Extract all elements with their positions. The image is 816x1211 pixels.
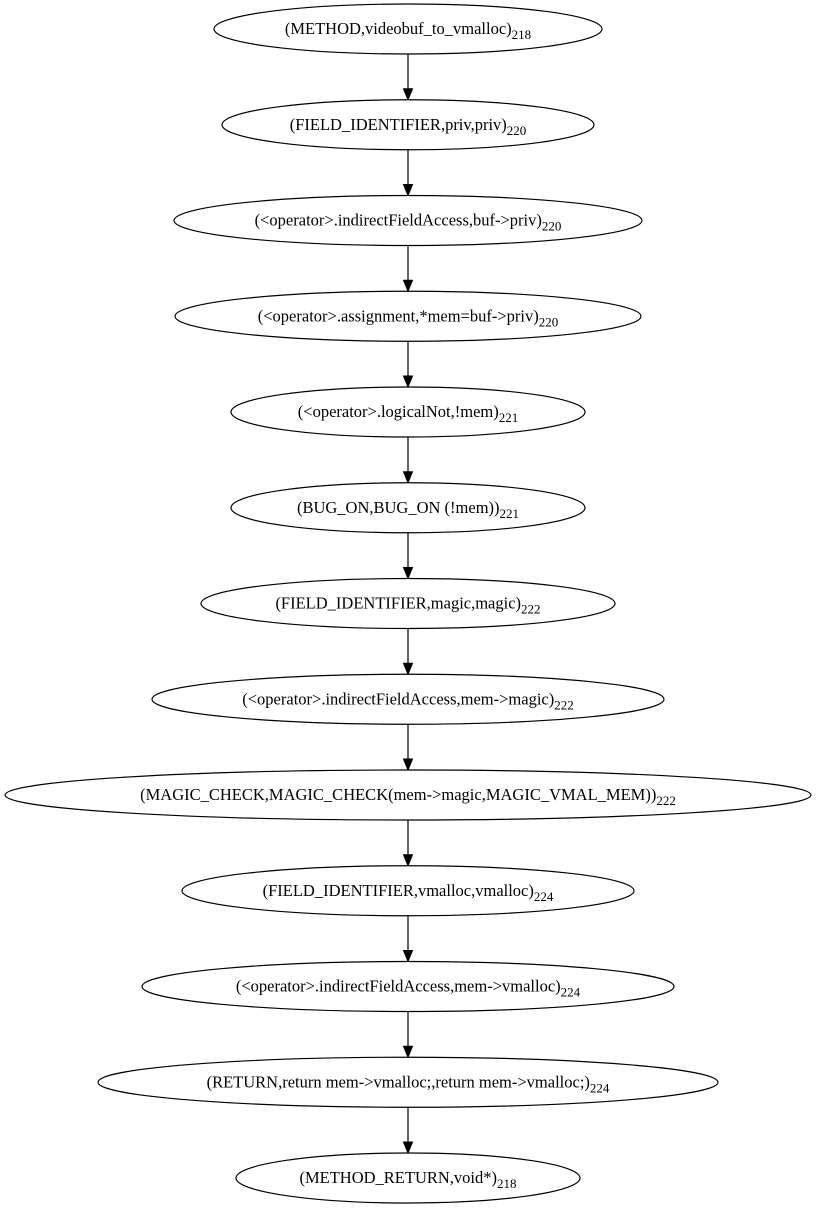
node-ellipse <box>174 290 642 342</box>
node-line-number: 220 <box>507 123 527 138</box>
node-label: (FIELD_IDENTIFIER,vmalloc,vmalloc)224 <box>263 881 554 904</box>
node-ellipse <box>4 769 812 821</box>
arrow-head-icon <box>402 854 414 868</box>
arrow-head-icon <box>402 950 414 963</box>
graph-edge <box>402 724 414 772</box>
node-label: (MAGIC_CHECK,MAGIC_CHECK(mem->magic,MAGI… <box>140 785 676 808</box>
graph-node: (FIELD_IDENTIFIER,priv,priv)220 <box>221 99 595 151</box>
node-label-text: (RETURN,return mem->vmalloc;,return mem-… <box>207 1072 590 1091</box>
graph-node: (<operator>.assignment,*mem=buf->priv)22… <box>174 290 642 342</box>
graph-edge <box>402 532 414 580</box>
arrow-head-icon <box>402 471 414 485</box>
node-label-text: (BUG_ON,BUG_ON (!mem)) <box>297 498 500 517</box>
graph-node: (<operator>.indirectFieldAccess,buf->pri… <box>173 194 643 247</box>
node-label-text: (<operator>.logicalNot,!mem) <box>298 402 499 421</box>
node-ellipse <box>230 482 586 534</box>
node-label: (<operator>.indirectFieldAccess,mem->vma… <box>236 977 581 1000</box>
node-label: (<operator>.indirectFieldAccess,buf->pri… <box>255 211 562 234</box>
node-label: (METHOD,videobuf_to_vmalloc)218 <box>285 19 531 42</box>
node-line-number: 221 <box>499 410 519 425</box>
node-label-text: (<operator>.assignment,*mem=buf->priv) <box>258 306 539 325</box>
graph-node: (<operator>.indirectFieldAccess,mem->mag… <box>151 673 665 725</box>
graph-node: (METHOD_RETURN,void*)218 <box>235 1152 581 1204</box>
graph-edge <box>402 820 414 868</box>
node-label-text: (FIELD_IDENTIFIER,vmalloc,vmalloc) <box>263 881 534 900</box>
arrow-head-icon <box>402 758 414 772</box>
node-line-number: 224 <box>561 985 581 1000</box>
node-line-number: 218 <box>497 1176 517 1191</box>
nodes-layer: (METHOD,videobuf_to_vmalloc)218(FIELD_ID… <box>4 3 812 1204</box>
node-label-text: (METHOD_RETURN,void*) <box>299 1168 497 1187</box>
node-line-number: 220 <box>542 219 562 234</box>
node-label: (<operator>.assignment,*mem=buf->priv)22… <box>258 306 558 329</box>
edges-layer <box>402 54 414 1155</box>
graph-node: (FIELD_IDENTIFIER,magic,magic)222 <box>200 577 616 630</box>
arrow-head-icon <box>402 1045 414 1059</box>
node-label: (<operator>.indirectFieldAccess,mem->mag… <box>242 689 573 712</box>
node-ellipse <box>181 865 635 917</box>
graph-edge <box>402 437 414 485</box>
graph-edge <box>402 628 414 676</box>
arrow-head-icon <box>402 279 414 293</box>
graph-node: (FIELD_IDENTIFIER,vmalloc,vmalloc)224 <box>181 865 635 917</box>
node-line-number: 222 <box>521 602 541 617</box>
graph-node: (<operator>.indirectFieldAccess,mem->vma… <box>141 960 675 1013</box>
node-line-number: 222 <box>554 697 574 712</box>
graph-edge <box>402 149 414 197</box>
graph-edge <box>402 1011 414 1059</box>
arrow-head-icon <box>402 1141 414 1155</box>
node-ellipse <box>151 673 665 725</box>
graph-node: (RETURN,return mem->vmalloc;,return mem-… <box>97 1056 719 1108</box>
graph-node: (MAGIC_CHECK,MAGIC_CHECK(mem->magic,MAGI… <box>4 769 812 821</box>
graph-edge <box>402 915 414 963</box>
node-label: (BUG_ON,BUG_ON (!mem))221 <box>297 498 519 521</box>
node-ellipse <box>230 386 586 438</box>
node-ellipse <box>141 960 675 1013</box>
node-ellipse <box>213 3 603 55</box>
node-label: (FIELD_IDENTIFIER,priv,priv)220 <box>290 115 527 138</box>
node-label: (<operator>.logicalNot,!mem)221 <box>298 402 518 425</box>
graph-edge <box>402 1107 414 1155</box>
graph-node: (BUG_ON,BUG_ON (!mem))221 <box>230 482 586 534</box>
node-ellipse <box>173 194 643 247</box>
node-ellipse <box>235 1152 581 1204</box>
node-label-text: (<operator>.indirectFieldAccess,mem->mag… <box>242 689 554 708</box>
node-label: (FIELD_IDENTIFIER,magic,magic)222 <box>275 594 540 617</box>
node-line-number: 222 <box>656 793 676 808</box>
node-line-number: 224 <box>534 889 554 904</box>
node-line-number: 221 <box>500 506 520 521</box>
node-ellipse <box>200 577 616 630</box>
node-line-number: 218 <box>512 27 532 42</box>
arrow-head-icon <box>402 184 414 197</box>
node-label: (RETURN,return mem->vmalloc;,return mem-… <box>207 1072 610 1095</box>
node-label-text: (FIELD_IDENTIFIER,priv,priv) <box>290 115 507 134</box>
graph-edge <box>402 341 414 389</box>
node-label-text: (METHOD,videobuf_to_vmalloc) <box>285 19 512 38</box>
graph-node: (METHOD,videobuf_to_vmalloc)218 <box>213 3 603 55</box>
arrow-head-icon <box>402 375 414 389</box>
node-line-number: 220 <box>539 314 559 329</box>
graph-edge <box>402 54 414 102</box>
node-ellipse <box>97 1056 719 1108</box>
node-line-number: 224 <box>590 1080 610 1095</box>
node-label: (METHOD_RETURN,void*)218 <box>299 1168 516 1191</box>
node-ellipse <box>221 99 595 151</box>
arrow-head-icon <box>402 567 414 580</box>
node-label-text: (FIELD_IDENTIFIER,magic,magic) <box>275 594 521 613</box>
node-label-text: (MAGIC_CHECK,MAGIC_CHECK(mem->magic,MAGI… <box>140 785 656 804</box>
graph-edge <box>402 245 414 293</box>
arrow-head-icon <box>402 88 414 102</box>
node-label-text: (<operator>.indirectFieldAccess,buf->pri… <box>255 211 542 230</box>
node-label-text: (<operator>.indirectFieldAccess,mem->vma… <box>236 977 561 996</box>
arrow-head-icon <box>402 662 414 676</box>
graph-node: (<operator>.logicalNot,!mem)221 <box>230 386 586 438</box>
